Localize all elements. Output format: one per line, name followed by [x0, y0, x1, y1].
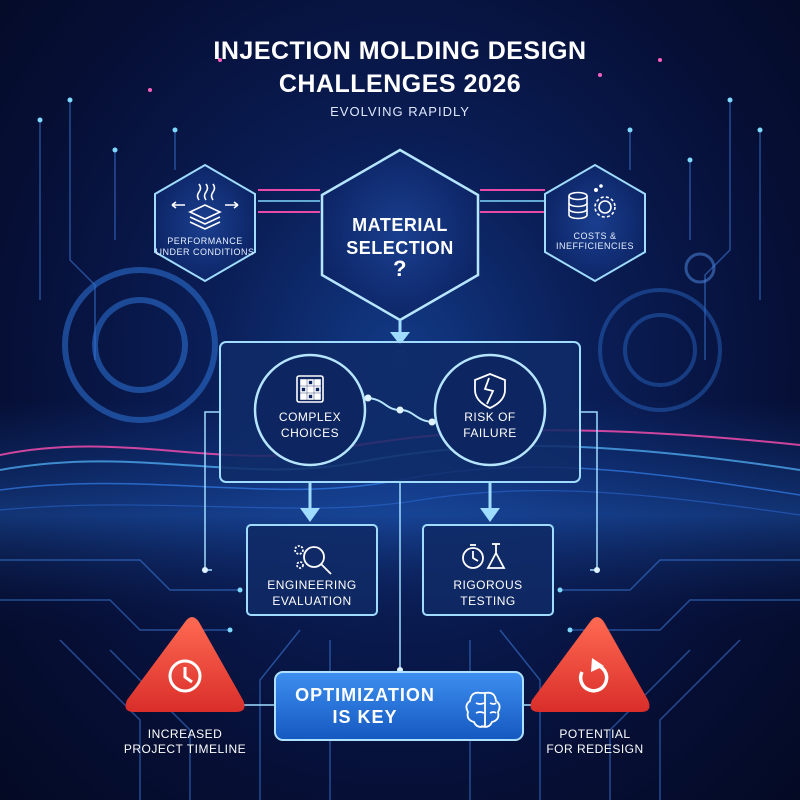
link-node — [428, 418, 436, 426]
redesign-line2: FOR REDESIGN — [546, 742, 644, 756]
connector-dot — [594, 567, 600, 573]
hex-costs — [544, 163, 646, 283]
timeline-line1: INCREASED — [147, 727, 223, 741]
optimization-line2: IS KEY — [332, 707, 398, 727]
material-line2: SELECTION — [346, 238, 454, 258]
rigorous-testing-label: RIGOROUS TESTING — [423, 577, 553, 609]
question-mark: ? — [393, 256, 407, 281]
hex-connectors — [258, 189, 545, 213]
warning-triangle-timeline — [125, 617, 245, 712]
magenta-dots — [148, 58, 662, 92]
brain-icon — [465, 691, 501, 728]
gear-left — [62, 267, 218, 423]
link-node — [396, 406, 404, 414]
stopwatch-flask-icon — [462, 543, 506, 569]
magnifier-gears-icon — [294, 545, 332, 575]
arrow-material-head — [390, 332, 410, 345]
testing-line2: TESTING — [460, 594, 516, 608]
engineering-line1: ENGINEERING — [267, 578, 357, 592]
heat-layers-icon — [171, 183, 239, 230]
circle-complex-choices — [253, 353, 367, 467]
page-title-line2: CHALLENGES 2026 — [278, 70, 522, 98]
timeline-line2: PROJECT TIMELINE — [123, 742, 247, 756]
complex-line2: CHOICES — [280, 426, 340, 440]
link-node — [364, 394, 372, 402]
hex-performance — [154, 163, 256, 283]
wave-cyan-3 — [0, 489, 800, 516]
redesign-line1: POTENTIAL — [559, 727, 631, 741]
panel-engineering-evaluation — [246, 524, 378, 616]
risk-line2: FAILURE — [463, 426, 517, 440]
clock-icon — [168, 659, 202, 693]
side-connectors — [204, 411, 598, 670]
page-subtitle: EVOLVING RAPIDLY — [330, 104, 470, 119]
gear-right — [598, 288, 722, 412]
connector-dot — [202, 567, 208, 573]
arrow-to-engineering-head — [300, 508, 320, 522]
risk-line1: RISK OF — [464, 410, 516, 424]
performance-label: PERFORMANCE UNDER CONDITIONS — [150, 236, 260, 258]
timeline-label: INCREASED PROJECT TIMELINE — [105, 727, 265, 757]
testing-line1: RIGOROUS — [453, 578, 523, 592]
optimization-label: OPTIMIZATION IS KEY — [290, 684, 440, 728]
arrow-to-testing-head — [480, 508, 500, 522]
warning-triangle-redesign — [530, 617, 650, 712]
redesign-label: POTENTIAL FOR REDESIGN — [520, 727, 670, 757]
complex-choices-label: COMPLEX CHOICES — [260, 409, 360, 441]
circuit-traces — [0, 100, 800, 800]
costs-label: COSTS & INEFFICIENCIES — [555, 231, 634, 251]
engineering-line2: EVALUATION — [272, 594, 352, 608]
coins-gear-icon — [568, 184, 616, 220]
circuit-dots — [37, 97, 763, 633]
circle-risk-of-failure — [433, 353, 547, 467]
risk-of-failure-label: RISK OF FAILURE — [440, 409, 540, 441]
performance-line1: PERFORMANCE — [167, 236, 243, 246]
gear-small-right — [684, 252, 716, 284]
complex-line1: COMPLEX — [278, 410, 342, 424]
page-title-line1: INJECTION MOLDING DESIGN — [213, 37, 587, 65]
grid-chart-icon — [296, 375, 324, 403]
panel-rigorous-testing — [422, 524, 554, 616]
optimization-line1: OPTIMIZATION — [295, 685, 435, 705]
broken-shield-icon — [474, 373, 506, 409]
material-line1: MATERIAL — [352, 215, 448, 235]
performance-line2: UNDER CONDITIONS — [155, 247, 255, 257]
material-selection-label: MATERIAL SELECTION — [325, 214, 475, 260]
optimization-box — [274, 671, 524, 741]
redo-icon — [578, 658, 609, 693]
engineering-evaluation-label: ENGINEERING EVALUATION — [247, 577, 377, 609]
